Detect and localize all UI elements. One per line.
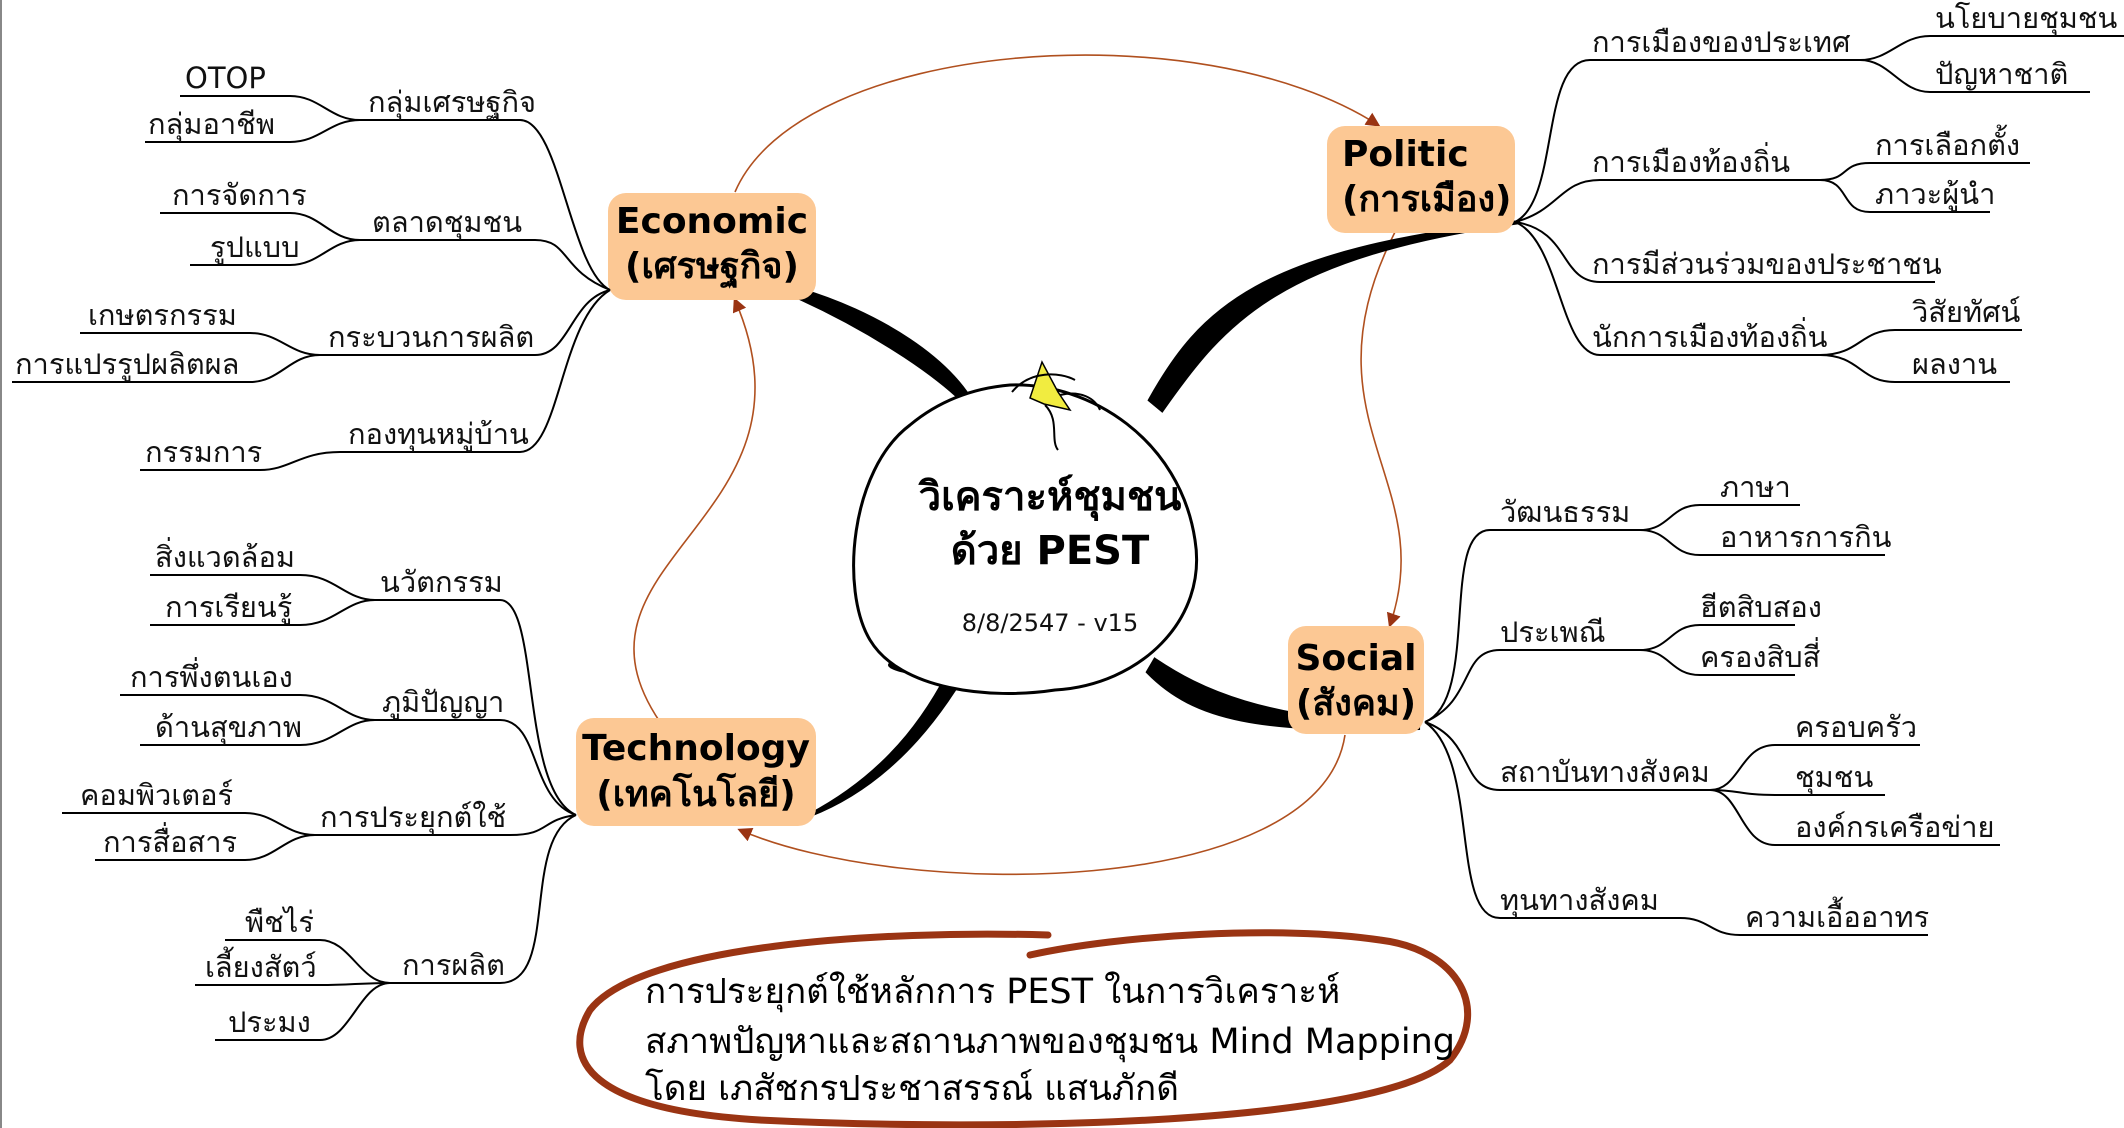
social-group-3-child-2: ชุมชน [1795,760,1873,795]
social-group-3: สถาบันทางสังคม [1500,755,1710,789]
sprout-icon [1029,360,1072,412]
economic-group-1-child-2: กลุ่มอาชีพ [148,107,275,142]
technology-group-3-child-2: การสื่อสาร [103,822,237,859]
connector-economic-to-politic [734,54,1381,193]
economic-branches [12,95,611,471]
politic-group-3: การมีส่วนร่วมของประชาชน [1592,247,1942,281]
social-group-3-child-3: องค์กรเครือข่าย [1795,810,1995,844]
economic-group-3-child-1: เกษตรกรรม [88,298,237,332]
center-shape [852,383,1198,695]
technology-group-4-child-1: พืชไร่ [245,905,314,939]
economic-group-4-child-1: กรรมการ [145,435,262,469]
technology-group-2: ภูมิปัญญา [382,685,504,720]
technology-labels: นวัตกรรม สิ่งแวดล้อม การเรียนรู้ ภูมิปัญ… [80,537,506,1039]
technology-title-line2: (เทคโนโลยี) [596,772,795,815]
politic-branches [1514,35,2124,383]
note-callout: การประยุกต์ใช้หลักการ PEST ในการวิเคราะห… [576,929,1471,1128]
social-labels: วัฒนธรรม ภาษา อาหารการกิน ประเพณี ฮีตสิบ… [1500,470,1995,934]
politic-group-1: การเมืองของประเทศ [1592,25,1851,59]
branch-center-to-social [1145,657,1421,731]
social-group-4: ทุนทางสังคม [1500,883,1659,918]
politic-group-4-child-1: วิสัยทัศน์ [1912,295,2021,329]
social-group-3-child-1: ครอบครัว [1795,710,1917,744]
social-title-line1: Social [1296,638,1417,679]
social-group-2-child-2: ครองสิบสี่ [1700,637,1821,674]
center-title-line1: วิเคราะห์ชุมชน [918,474,1181,522]
node-economic[interactable]: Economic (เศรษฐกิจ) [608,193,816,300]
economic-title-line2: (เศรษฐกิจ) [625,246,799,289]
center-version: 8/8/2547 - v15 [962,609,1138,637]
economic-group-2-child-2: รูปแบบ [210,230,300,265]
politic-group-2-child-1: การเลือกตั้ง [1875,124,2020,162]
technology-group-4-child-2: เลี้ยงสัตว์ [205,946,317,984]
technology-title-line1: Technology [582,728,810,769]
note-ellipse [576,929,1471,1128]
social-group-2: ประเพณี [1500,615,1606,649]
note-line1: การประยุกต์ใช้หลักการ PEST ในการวิเคราะห… [645,971,1340,1012]
politic-group-4: นักการเมืองท้องถิ่น [1592,317,1828,354]
social-group-1-child-2: อาหารการกิน [1720,520,1892,554]
connector-social-to-technology [737,734,1346,876]
economic-labels: กลุ่มเศรษฐกิจ OTOP กลุ่มอาชีพ ตลาดชุมชน … [15,61,536,469]
politic-title-line1: Politic [1342,134,1469,175]
technology-group-1-child-2: การเรียนรู้ [165,590,292,625]
connector-technology-to-economic [633,297,756,723]
technology-group-3-child-1: คอมพิวเตอร์ [80,778,233,812]
economic-group-2-child-1: การจัดการ [172,178,307,212]
economic-group-2: ตลาดชุมชน [372,205,522,240]
technology-group-2-child-1: การพึ่งตนเอง [130,657,293,694]
node-technology[interactable]: Technology (เทคโนโลยี) [576,718,816,826]
economic-title-line1: Economic [616,201,808,242]
economic-group-1-child-1: OTOP [185,61,266,95]
technology-group-1: นวัตกรรม [380,565,503,599]
social-group-1-child-1: ภาษา [1720,470,1791,504]
social-title-line2: (สังคม) [1296,683,1416,724]
center-node: วิเคราะห์ชุมชน ด้วย PEST 8/8/2547 - v15 [852,360,1198,695]
politic-group-2: การเมืองท้องถิ่น [1592,142,1790,179]
social-group-2-child-1: ฮีตสิบสอง [1700,590,1822,624]
social-group-4-child-1: ความเอื้ออาทร [1745,896,1929,934]
economic-group-4: กองทุนหมู่บ้าน [348,417,529,452]
node-social[interactable]: Social (สังคม) [1288,626,1424,734]
social-branches [1424,504,2000,936]
technology-group-2-child-2: ด้านสุขภาพ [155,710,302,745]
branch-center-to-politic [1147,220,1521,413]
root-lines-icon [1011,373,1101,451]
social-group-1: วัฒนธรรม [1500,495,1630,529]
economic-group-3: กระบวนการผลิต [328,320,534,354]
technology-branches [62,574,577,1041]
politic-group-2-child-2: ภาวะผู้นำ [1875,177,1995,212]
note-line2: สภาพปัญหาและสถานภาพของชุมชน Mind Mapping [645,1022,1455,1062]
politic-group-1-child-2: ปัญหาชาติ [1935,57,2068,91]
technology-group-3: การประยุกต์ใช้ [320,800,506,835]
politic-labels: การเมืองของประเทศ นโยบายชุมชน ปัญหาชาติ … [1592,1,2118,381]
technology-group-4-child-3: ประมง [228,1005,311,1039]
node-politic[interactable]: Politic (การเมือง) [1327,126,1515,233]
cycle-connectors [633,54,1402,876]
economic-group-3-child-2: การแปรรูปผลิตผล [15,347,239,382]
center-title-line2: ด้วย PEST [951,528,1150,574]
technology-group-4: การผลิต [402,948,505,982]
economic-group-1: กลุ่มเศรษฐกิจ [368,85,536,120]
technology-group-1-child-1: สิ่งแวดล้อม [155,537,295,574]
politic-group-1-child-1: นโยบายชุมชน [1935,1,2118,36]
politic-group-4-child-2: ผลงาน [1912,347,1997,381]
connector-politic-to-social [1360,231,1402,628]
politic-title-line2: (การเมือง) [1342,179,1512,220]
note-line3: โดย เภสัชกรประชาสรรณ์ แสนภักดี [645,1068,1179,1109]
